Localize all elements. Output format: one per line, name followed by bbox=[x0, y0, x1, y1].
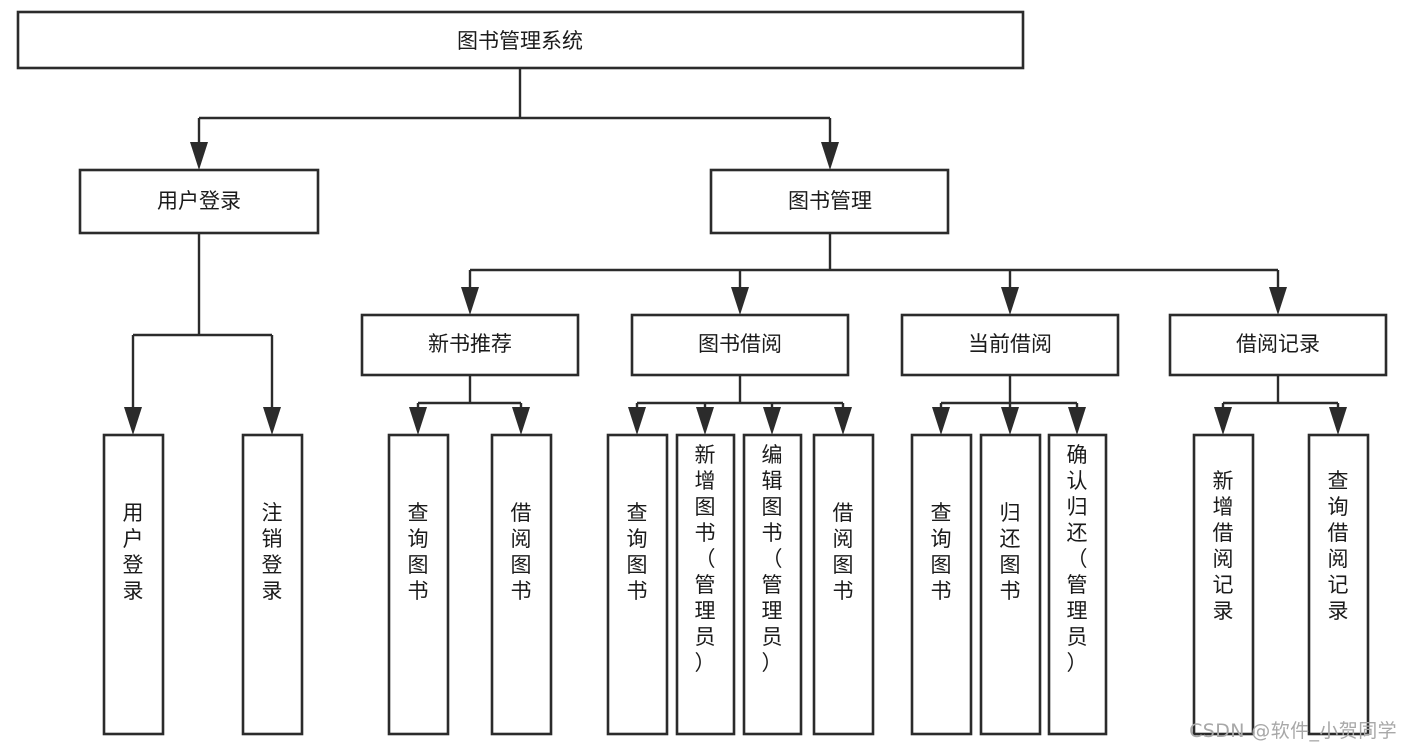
node-new-book-recommend[interactable]: 新书推荐 bbox=[360, 313, 580, 377]
node-box-leaf-edit-book[interactable] bbox=[742, 433, 803, 736]
arrow-head-leaf-user-login bbox=[124, 407, 142, 435]
node-box-leaf-borrow-book-2[interactable] bbox=[812, 433, 875, 736]
connector-group-book-management bbox=[461, 233, 1287, 315]
node-leaf-query-record[interactable]: 查询借阅记录 bbox=[1307, 433, 1370, 736]
node-label-current-borrow: 当前借阅 bbox=[968, 332, 1052, 356]
node-label-user-login: 用户登录 bbox=[157, 189, 241, 213]
node-box-borrow-record[interactable] bbox=[1168, 313, 1388, 377]
connector-group-borrow-record bbox=[1214, 375, 1347, 435]
node-current-borrow[interactable]: 当前借阅 bbox=[900, 313, 1120, 377]
node-label-leaf-logout-login: 注销登录 bbox=[262, 501, 283, 603]
node-book-borrow[interactable]: 图书借阅 bbox=[630, 313, 850, 377]
arrow-head-leaf-add-record bbox=[1214, 407, 1232, 435]
connector-group-current-borrow bbox=[932, 375, 1086, 435]
arrow-head-borrow-record bbox=[1269, 287, 1287, 315]
node-leaf-query-book-2[interactable]: 查询图书 bbox=[606, 433, 669, 736]
arrow-head-book-management bbox=[821, 142, 839, 170]
arrow-head-leaf-return-book bbox=[1001, 407, 1019, 435]
node-leaf-logout-login[interactable]: 注销登录 bbox=[241, 433, 304, 736]
arrow-head-leaf-add-book bbox=[696, 407, 714, 435]
node-box-leaf-return-book[interactable] bbox=[979, 433, 1042, 736]
node-leaf-add-book[interactable]: 新增图书（管理员） bbox=[675, 433, 736, 736]
arrow-head-user-login bbox=[190, 142, 208, 170]
arrow-head-current-borrow bbox=[1001, 287, 1019, 315]
node-box-current-borrow[interactable] bbox=[900, 313, 1120, 377]
node-box-book-borrow[interactable] bbox=[630, 313, 850, 377]
node-leaf-borrow-book-1[interactable]: 借阅图书 bbox=[490, 433, 553, 736]
node-box-leaf-query-book-3[interactable] bbox=[910, 433, 973, 736]
node-label-leaf-return-book: 归还图书 bbox=[1000, 501, 1021, 603]
node-box-leaf-borrow-book-1[interactable] bbox=[490, 433, 553, 736]
connector-group-root bbox=[190, 68, 839, 170]
node-label-borrow-record: 借阅记录 bbox=[1236, 332, 1320, 356]
node-box-leaf-add-record[interactable] bbox=[1192, 433, 1255, 736]
node-label-leaf-confirm-return: 确认归还（管理员） bbox=[1067, 443, 1088, 675]
node-box-leaf-confirm-return[interactable] bbox=[1047, 433, 1108, 736]
node-leaf-query-book-1[interactable]: 查询图书 bbox=[387, 433, 450, 736]
node-borrow-record[interactable]: 借阅记录 bbox=[1168, 313, 1388, 377]
node-leaf-borrow-book-2[interactable]: 借阅图书 bbox=[812, 433, 875, 736]
node-box-new-book-recommend[interactable] bbox=[360, 313, 580, 377]
node-box-leaf-logout-login[interactable] bbox=[241, 433, 304, 736]
node-label-leaf-add-book: 新增图书（管理员） bbox=[695, 443, 716, 675]
node-label-leaf-query-book-3: 查询图书 bbox=[931, 501, 952, 603]
arrow-head-leaf-confirm-return bbox=[1068, 407, 1086, 435]
node-box-leaf-query-record[interactable] bbox=[1307, 433, 1370, 736]
node-label-leaf-query-book-2: 查询图书 bbox=[627, 501, 648, 603]
node-box-title-system[interactable] bbox=[16, 10, 1025, 70]
node-user-login[interactable]: 用户登录 bbox=[78, 168, 320, 235]
node-label-leaf-query-record: 查询借阅记录 bbox=[1328, 469, 1349, 623]
node-label-book-management: 图书管理 bbox=[788, 189, 872, 213]
csdn-watermark: CSDN @软件_小贺同学 bbox=[1189, 720, 1397, 742]
node-book-management[interactable]: 图书管理 bbox=[709, 168, 950, 235]
node-title-system[interactable]: 图书管理系统 bbox=[16, 10, 1025, 70]
node-label-leaf-borrow-book-2: 借阅图书 bbox=[833, 501, 854, 603]
arrow-head-leaf-query-record bbox=[1329, 407, 1347, 435]
connector-group-user-login bbox=[124, 233, 281, 435]
arrow-head-leaf-logout-login bbox=[263, 407, 281, 435]
node-label-leaf-borrow-book-1: 借阅图书 bbox=[511, 501, 532, 603]
node-box-book-management[interactable] bbox=[709, 168, 950, 235]
node-label-leaf-edit-book: 编辑图书（管理员） bbox=[762, 443, 783, 675]
connector-group-new-book-recommend bbox=[409, 375, 530, 435]
node-label-leaf-add-record: 新增借阅记录 bbox=[1213, 469, 1234, 623]
arrow-head-leaf-query-book-2 bbox=[628, 407, 646, 435]
node-label-leaf-user-login: 用户登录 bbox=[123, 501, 144, 603]
node-leaf-add-record[interactable]: 新增借阅记录 bbox=[1192, 433, 1255, 736]
arrow-head-new-book-recommend bbox=[461, 287, 479, 315]
node-box-leaf-user-login[interactable] bbox=[102, 433, 165, 736]
node-box-leaf-query-book-1[interactable] bbox=[387, 433, 450, 736]
node-box-user-login[interactable] bbox=[78, 168, 320, 235]
node-label-title-system: 图书管理系统 bbox=[457, 29, 583, 53]
node-label-book-borrow: 图书借阅 bbox=[698, 332, 782, 356]
arrow-head-leaf-edit-book bbox=[763, 407, 781, 435]
connector-group-book-borrow bbox=[628, 375, 852, 435]
arrow-head-leaf-query-book-3 bbox=[932, 407, 950, 435]
arrow-head-leaf-query-book-1 bbox=[409, 407, 427, 435]
arrow-head-leaf-borrow-book-2 bbox=[834, 407, 852, 435]
node-leaf-edit-book[interactable]: 编辑图书（管理员） bbox=[742, 433, 803, 736]
arrow-head-book-borrow bbox=[731, 287, 749, 315]
node-box-leaf-add-book[interactable] bbox=[675, 433, 736, 736]
node-label-leaf-query-book-1: 查询图书 bbox=[408, 501, 429, 603]
node-leaf-user-login[interactable]: 用户登录 bbox=[102, 433, 165, 736]
node-leaf-return-book[interactable]: 归还图书 bbox=[979, 433, 1042, 736]
arrow-head-leaf-borrow-book-1 bbox=[512, 407, 530, 435]
node-label-new-book-recommend: 新书推荐 bbox=[428, 332, 512, 356]
node-leaf-query-book-3[interactable]: 查询图书 bbox=[910, 433, 973, 736]
node-box-leaf-query-book-2[interactable] bbox=[606, 433, 669, 736]
node-leaf-confirm-return[interactable]: 确认归还（管理员） bbox=[1047, 433, 1108, 736]
